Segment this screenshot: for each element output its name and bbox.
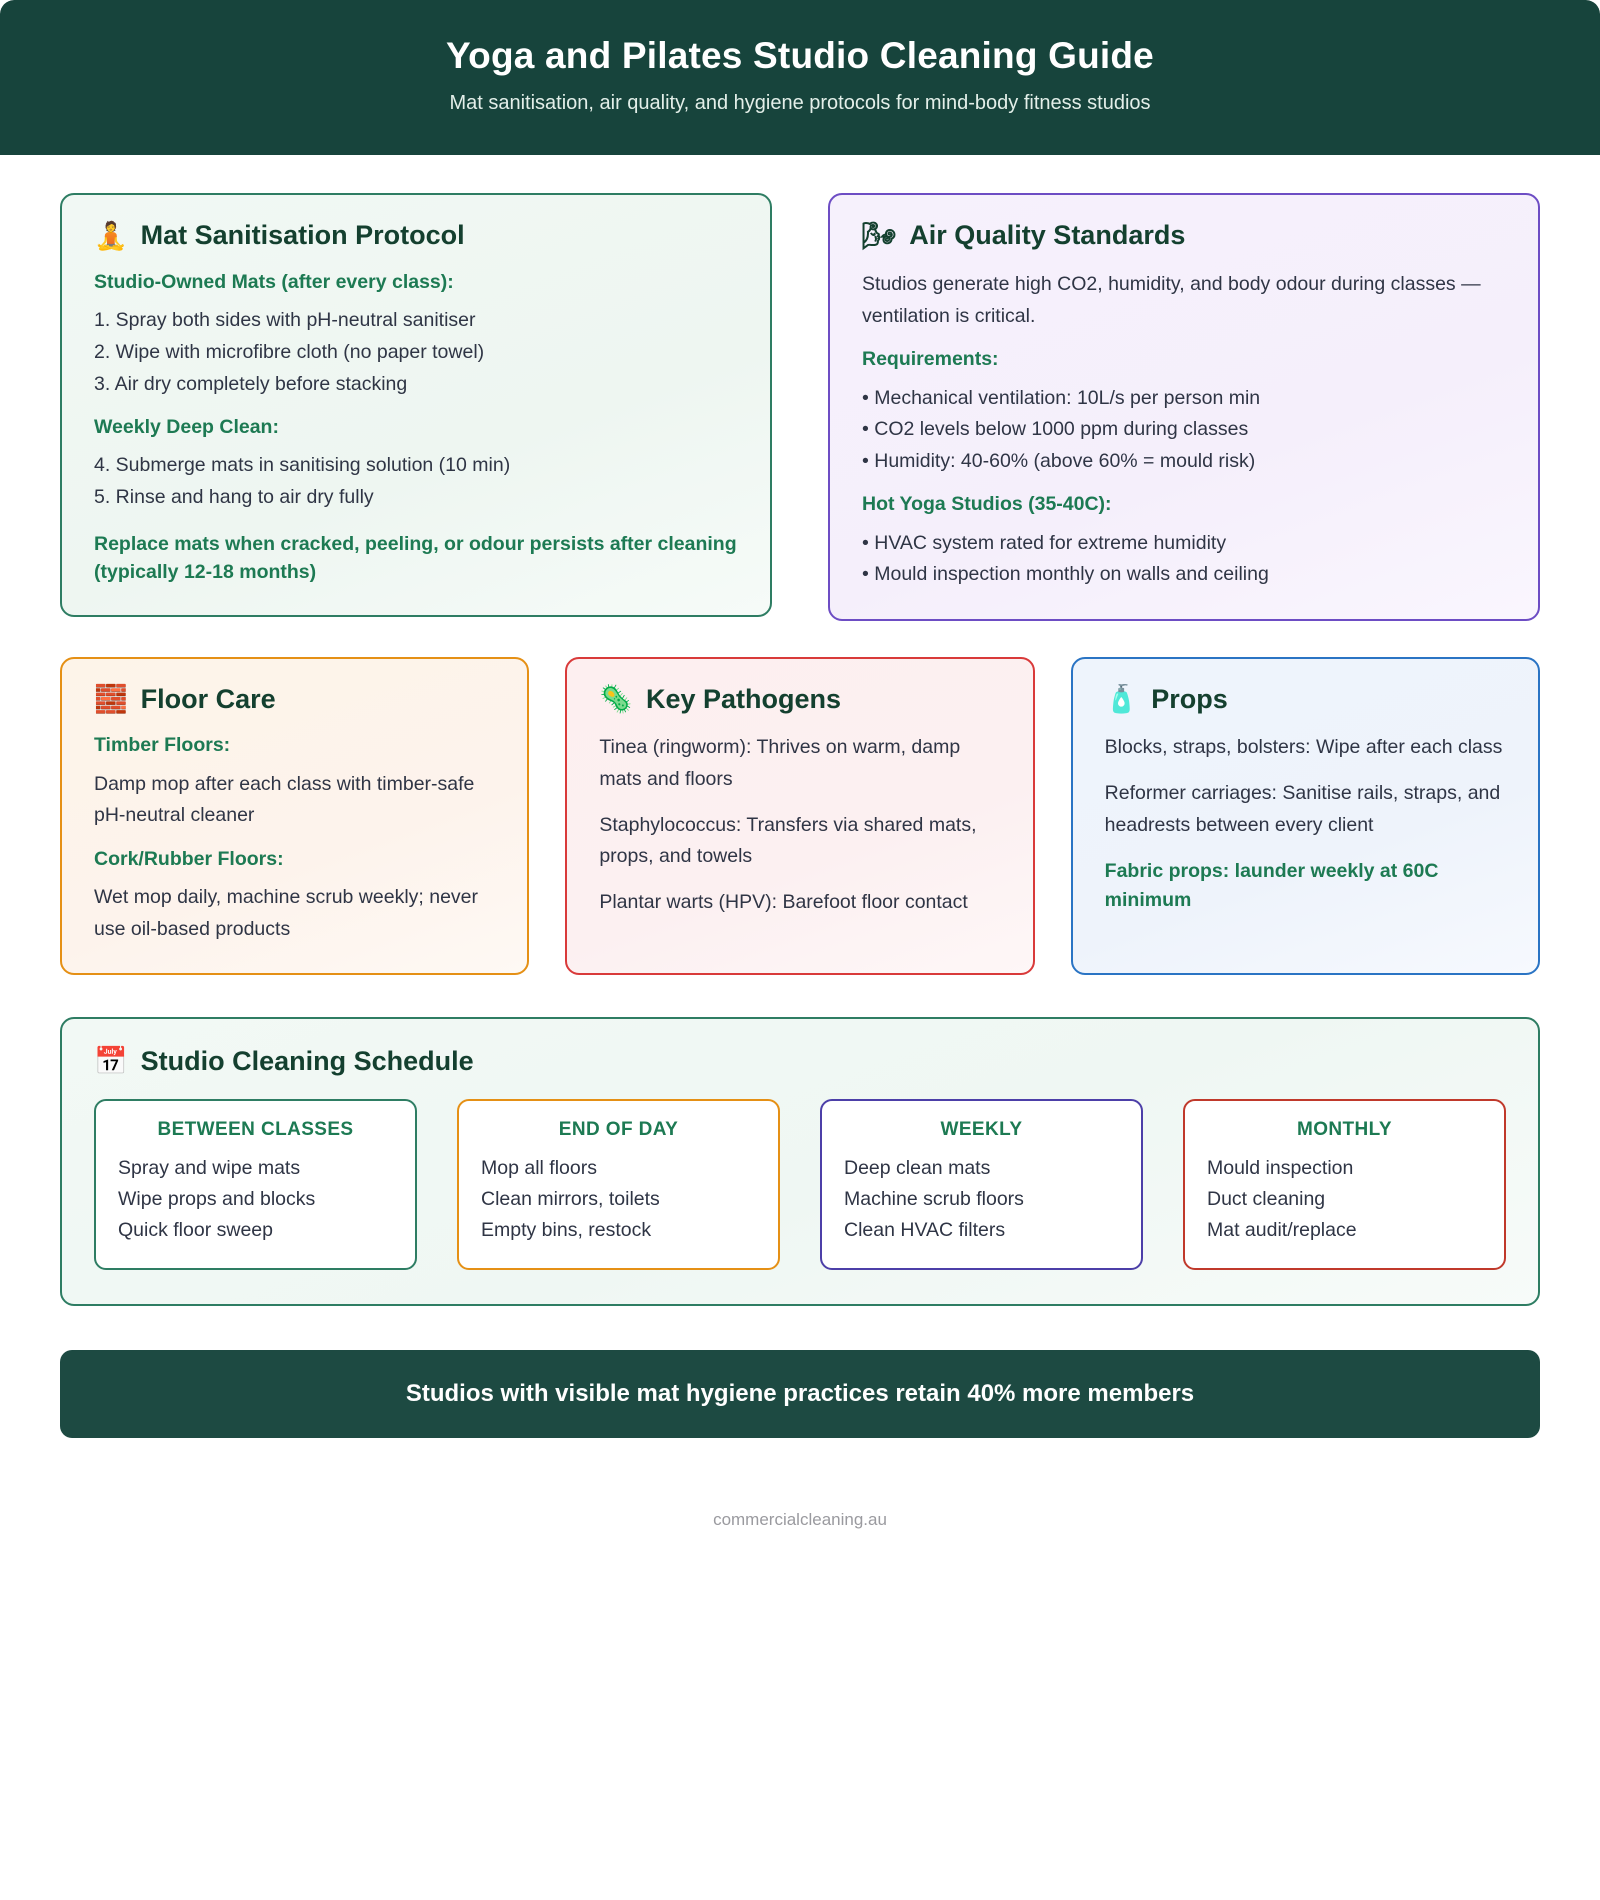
mat-replacement-note: Replace mats when cracked, peeling, or o… — [94, 532, 737, 584]
schedule-item: Duct cleaning — [1207, 1188, 1326, 1211]
card-mat-title: Mat Sanitisation Protocol — [140, 220, 465, 251]
floor-subhead-timber: Timber Floors: — [94, 734, 231, 757]
schedule-item: Clean mirrors, toilets — [481, 1188, 660, 1211]
schedule-section: 📅 Studio Cleaning Schedule BETWEEN CLASS… — [60, 1017, 1540, 1306]
attribution: commercialcleaning.au — [713, 1509, 887, 1529]
lotion-bottle-icon: 🧴 — [1104, 684, 1139, 715]
page-header: Yoga and Pilates Studio Cleaning Guide M… — [0, 0, 1600, 156]
pathogen-entry: Plantar warts (HPV): Barefoot floor cont… — [599, 890, 968, 913]
schedule-item: Empty bins, restock — [481, 1218, 652, 1241]
mat-step: 1. Spray both sides with pH-neutral sani… — [94, 309, 476, 332]
card-props-heading: 🧴 Props — [1104, 683, 1506, 715]
page-title: Yoga and Pilates Studio Cleaning Guide — [446, 35, 1154, 76]
air-subhead-2: Hot Yoga Studios (35-40C): — [862, 493, 1112, 516]
wind-face-icon: 🌬 — [862, 220, 897, 251]
schedule-item: Mat audit/replace — [1207, 1218, 1357, 1241]
schedule-heading: 📅 Studio Cleaning Schedule — [94, 1045, 1506, 1077]
schedule-item: Deep clean mats — [844, 1157, 991, 1180]
content-area: 🧘 Mat Sanitisation Protocol Studio-Owned… — [0, 155, 1600, 1306]
floor-subhead-cork: Cork/Rubber Floors: — [94, 847, 284, 870]
floor-body-cork: Wet mop daily, machine scrub weekly; nev… — [94, 886, 479, 940]
schedule-item: Mop all floors — [481, 1157, 597, 1180]
schedule-box-label: MONTHLY — [1297, 1119, 1392, 1141]
schedule-item: Wipe props and blocks — [118, 1188, 316, 1211]
card-floor-title: Floor Care — [140, 683, 276, 714]
pathogen-entry: Tinea (ringworm): Thrives on warm, damp … — [599, 736, 961, 791]
card-air-title: Air Quality Standards — [909, 220, 1186, 251]
calendar-icon: 📅 — [94, 1046, 128, 1077]
schedule-grid: BETWEEN CLASSES Spray and wipe mats Wipe… — [94, 1099, 1506, 1270]
mat-step: 5. Rinse and hang to air dry fully — [94, 486, 374, 509]
card-floor-care: 🧱 Floor Care Timber Floors: Damp mop aft… — [60, 656, 530, 976]
mat-subhead-1: Studio-Owned Mats (after every class): — [94, 271, 454, 294]
card-props-title: Props — [1151, 683, 1228, 714]
schedule-box-weekly: WEEKLY Deep clean mats Machine scrub flo… — [820, 1099, 1143, 1270]
schedule-box-label: END OF DAY — [558, 1119, 679, 1141]
schedule-box-between-classes: BETWEEN CLASSES Spray and wipe mats Wipe… — [94, 1099, 417, 1270]
air-hotyoga-item: • HVAC system rated for extreme humidity — [862, 531, 1227, 554]
mat-step: 4. Submerge mats in sanitising solution … — [94, 454, 511, 477]
mat-subhead-2: Weekly Deep Clean: — [94, 416, 279, 439]
floor-body-timber: Damp mop after each class with timber-sa… — [94, 772, 475, 827]
air-intro: Studios generate high CO2, humidity, and… — [862, 273, 1481, 327]
air-requirement: • Mechanical ventilation: 10L/s per pers… — [862, 386, 1261, 409]
air-subhead-1: Requirements: — [862, 348, 999, 371]
top-row: 🧘 Mat Sanitisation Protocol Studio-Owned… — [60, 193, 1540, 621]
card-pathogens-title: Key Pathogens — [645, 683, 842, 714]
mat-step: 2. Wipe with microfibre cloth (no paper … — [94, 340, 485, 363]
air-requirement: • CO2 levels below 1000 ppm during class… — [862, 418, 1249, 441]
mat-step: 3. Air dry completely before stacking — [94, 372, 408, 395]
card-pathogens-heading: 🦠 Key Pathogens — [599, 683, 1000, 715]
person-in-lotus-position-icon: 🧘 — [94, 220, 128, 251]
page-subtitle: Mat sanitisation, air quality, and hygie… — [449, 92, 1151, 115]
card-air-heading: 🌬 Air Quality Standards — [862, 221, 1506, 251]
brick-icon: 🧱 — [94, 684, 128, 715]
air-requirement: • Humidity: 40-60% (above 60% = mould ri… — [862, 449, 1256, 472]
microbe-icon: 🦠 — [599, 684, 633, 715]
schedule-item: Mould inspection — [1207, 1157, 1354, 1180]
schedule-box-end-of-day: END OF DAY Mop all floors Clean mirrors,… — [457, 1099, 780, 1270]
card-mat-heading: 🧘 Mat Sanitisation Protocol — [94, 221, 738, 251]
card-floor-heading: 🧱 Floor Care — [94, 683, 495, 715]
schedule-item: Quick floor sweep — [118, 1218, 273, 1241]
middle-row: 🧱 Floor Care Timber Floors: Damp mop aft… — [60, 656, 1540, 976]
props-entry: Blocks, straps, bolsters: Wipe after eac… — [1104, 736, 1503, 759]
schedule-box-label: WEEKLY — [940, 1119, 1023, 1141]
card-air-quality: 🌬 Air Quality Standards Studios generate… — [828, 193, 1540, 621]
card-props: 🧴 Props Blocks, straps, bolsters: Wipe a… — [1070, 656, 1540, 976]
card-key-pathogens: 🦠 Key Pathogens Tinea (ringworm): Thrive… — [565, 656, 1035, 976]
card-mat-sanitisation: 🧘 Mat Sanitisation Protocol Studio-Owned… — [60, 193, 772, 618]
schedule-box-monthly: MONTHLY Mould inspection Duct cleaning M… — [1183, 1099, 1506, 1270]
schedule-item: Spray and wipe mats — [118, 1157, 301, 1180]
props-fabric-note: Fabric props: launder weekly at 60C mini… — [1104, 860, 1439, 912]
schedule-item: Clean HVAC filters — [844, 1218, 1006, 1241]
schedule-item: Machine scrub floors — [844, 1188, 1024, 1211]
schedule-title: Studio Cleaning Schedule — [140, 1045, 474, 1076]
footer-banner-text: Studios with visible mat hygiene practic… — [405, 1379, 1195, 1407]
schedule-box-label: BETWEEN CLASSES — [157, 1119, 354, 1141]
pathogen-entry: Staphylococcus: Transfers via shared mat… — [599, 813, 977, 868]
air-hotyoga-item: • Mould inspection monthly on walls and … — [862, 563, 1269, 586]
props-entry: Reformer carriages: Sanitise rails, stra… — [1104, 782, 1501, 836]
footer-banner: Studios with visible mat hygiene practic… — [60, 1349, 1540, 1438]
